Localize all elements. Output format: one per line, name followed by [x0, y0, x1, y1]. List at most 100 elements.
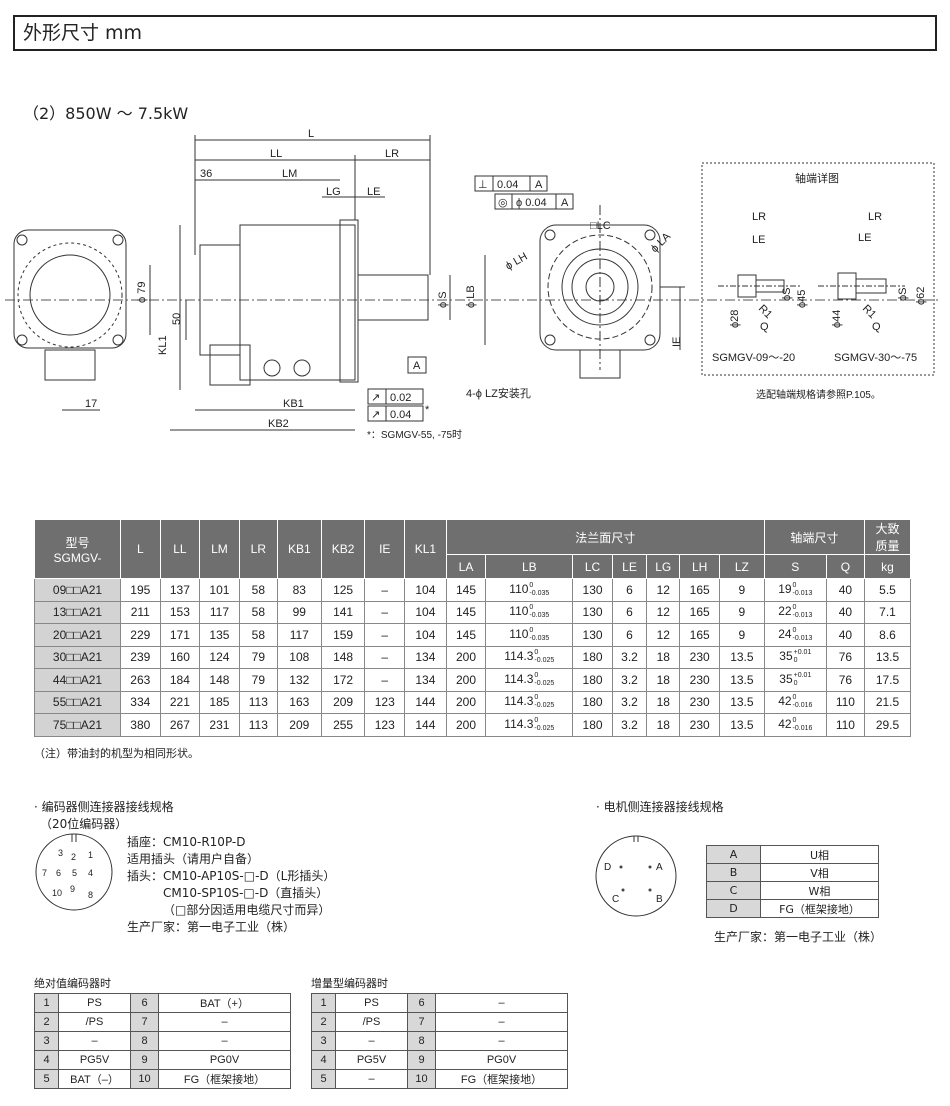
dim-LG: LG: [326, 186, 341, 198]
cell-LM: 101: [199, 578, 240, 602]
motor-pin-C: C: [612, 894, 619, 905]
cell-LZ: 13.5: [718, 690, 765, 714]
lb-upper: 0: [534, 716, 539, 724]
motor-pin-signal: V相: [760, 863, 879, 882]
cell-kg: 29.5: [863, 713, 912, 737]
s-value: 24: [778, 626, 792, 641]
tol-run-sym-2: ↗: [371, 409, 380, 421]
cell-LZ: 9: [718, 578, 765, 602]
cell-model: 13□□A21: [34, 600, 121, 624]
lb-lower: -0.025: [534, 724, 555, 732]
pin-8: 8: [88, 890, 93, 900]
cell-KB1: 117: [276, 623, 322, 647]
cell-LE: 6: [611, 578, 648, 602]
cell-LL: 184: [159, 668, 201, 692]
s-tol: 0-0.016: [793, 717, 813, 733]
h-LG: LG: [646, 554, 681, 579]
detail-b-d1: ϕ44: [831, 310, 843, 328]
cell-LR: 113: [238, 713, 278, 737]
abs-title: 绝对值编码器时: [34, 977, 111, 990]
cell-KL1: 104: [404, 600, 447, 624]
cell-IE: –: [364, 578, 406, 602]
cell-LA: 145: [445, 578, 487, 602]
cell-kg: 13.5: [863, 645, 912, 669]
h-mass2: 质量: [875, 539, 900, 553]
h-mass1: 大致: [875, 522, 900, 536]
detail-b-S: ϕS: [897, 288, 909, 302]
cell-KL1: 104: [404, 623, 447, 647]
cell-LH: 230: [679, 713, 720, 737]
lb-tol: 0-0.035: [529, 582, 549, 598]
cell-KB1: 209: [276, 713, 322, 737]
cell-KB1: 132: [276, 668, 322, 692]
cell-LC: 180: [572, 645, 613, 669]
pin-4: 4: [88, 868, 93, 878]
pin-signal: –: [58, 1031, 131, 1051]
cell-L: 195: [120, 578, 161, 602]
h-LC: LC: [572, 554, 613, 579]
s-upper: 0: [792, 604, 797, 612]
s-value: 42: [778, 716, 792, 731]
pin-signal: –: [158, 1031, 291, 1051]
pin-10: 10: [52, 888, 62, 898]
cell-LR: 58: [238, 623, 278, 647]
cell-LG: 12: [646, 600, 681, 624]
s-lower: -0.016: [792, 724, 813, 732]
detail-a-S: ϕS: [781, 288, 793, 302]
cell-LE: 3.2: [611, 668, 648, 692]
tol-run-sym-1: ↗: [371, 392, 380, 404]
h-LZ: LZ: [718, 554, 765, 579]
cell-LG: 18: [646, 713, 681, 737]
motor-pin-key: B: [706, 863, 761, 882]
cell-L: 334: [120, 690, 161, 714]
lb-tol: 0-0.025: [534, 672, 554, 688]
pin-no: 9: [407, 1050, 436, 1070]
cell-kg: 21.5: [863, 690, 912, 714]
cell-LG: 18: [646, 645, 681, 669]
pin-no: 1: [34, 993, 59, 1013]
cell-LG: 18: [646, 690, 681, 714]
lb-value: 110: [509, 604, 529, 619]
dim-phiLA: ϕ LA: [649, 230, 674, 255]
h-LH: LH: [679, 554, 720, 579]
cell-LR: 58: [238, 578, 278, 602]
detail-b-LR: LR: [868, 211, 882, 223]
cell-IE: 123: [364, 690, 406, 714]
detail-b-R1: R1: [860, 303, 878, 321]
cell-Q: 76: [825, 668, 865, 692]
pin-no: 8: [407, 1031, 436, 1051]
motor-pin-signal: FG（框架接地）: [760, 899, 879, 918]
lb-tol: 0-0.025: [534, 649, 554, 665]
cell-KB2: 125: [320, 578, 366, 602]
s-upper: 0: [792, 716, 797, 724]
cell-model: 75□□A21: [34, 713, 121, 737]
tol-run-1: 0.02: [390, 392, 411, 404]
pin-no: 2: [311, 1012, 336, 1032]
cell-LH: 165: [679, 600, 720, 624]
encoder-connector-end: [44, 349, 96, 381]
cell-LR: 79: [238, 668, 278, 692]
lb-lower: -0.025: [534, 702, 555, 710]
s-lower: -0.013: [792, 612, 813, 620]
cell-KB2: 209: [320, 690, 366, 714]
cell-model: 20□□A21: [34, 623, 121, 647]
dim-17: 17: [85, 398, 97, 410]
h-model2: SGMGV-: [53, 550, 102, 565]
cell-L: 229: [120, 623, 161, 647]
cell-IE: –: [364, 600, 406, 624]
detail-a-R1: R1: [756, 303, 774, 321]
dim-LL: LL: [270, 148, 282, 160]
h-shaft: 轴端尺寸: [763, 519, 865, 555]
cell-LZ: 9: [718, 600, 765, 624]
cell-LL: 160: [159, 645, 201, 669]
cell-Q: 40: [825, 578, 865, 602]
